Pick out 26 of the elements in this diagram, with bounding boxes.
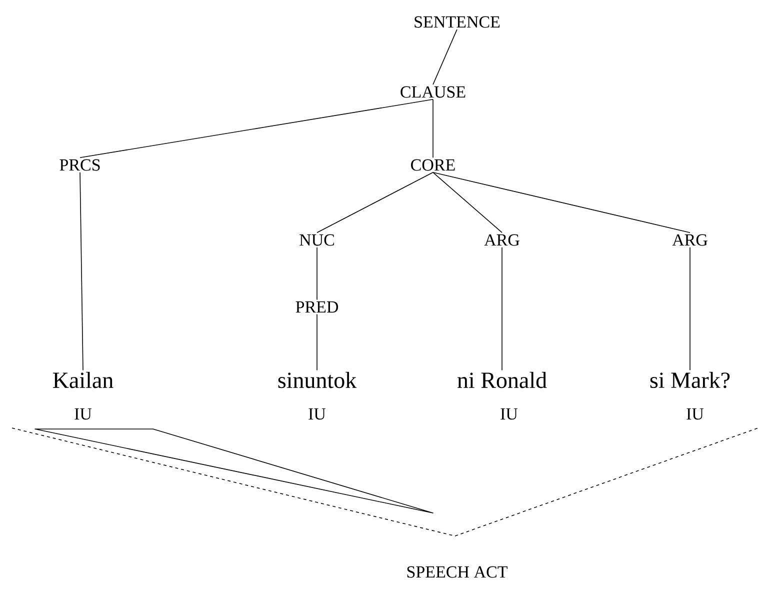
category-label: NUC: [300, 234, 334, 246]
word-label: sinuntok: [278, 372, 357, 388]
tree-branch: [316, 247, 318, 300]
tree-branch: [316, 314, 318, 371]
category-label: CLAUSE: [400, 86, 466, 98]
category-label: PRED: [296, 301, 338, 313]
category-label: CORE: [411, 159, 455, 171]
unit-label: IU: [500, 408, 518, 420]
tree-branch: [432, 29, 458, 85]
tree-branch: [80, 172, 84, 371]
category-label: ARG: [484, 234, 520, 246]
word-label: ni Ronald: [458, 372, 547, 388]
tree-branch: [432, 172, 690, 233]
tree-branch: [432, 172, 502, 233]
speech-act-label: SPEECH ACT: [407, 566, 508, 578]
tree-branch: [432, 99, 434, 158]
unit-label: IU: [308, 408, 326, 420]
tree-branch: [80, 99, 434, 158]
category-label: PRCS: [60, 159, 100, 171]
word-label: si Mark?: [650, 372, 730, 388]
category-label: SENTENCE: [414, 16, 500, 28]
word-label: Kailan: [53, 372, 114, 388]
tree-branch: [316, 172, 434, 233]
unit-label: IU: [686, 408, 704, 420]
unit-label: IU: [74, 408, 92, 420]
category-label: ARG: [672, 234, 708, 246]
